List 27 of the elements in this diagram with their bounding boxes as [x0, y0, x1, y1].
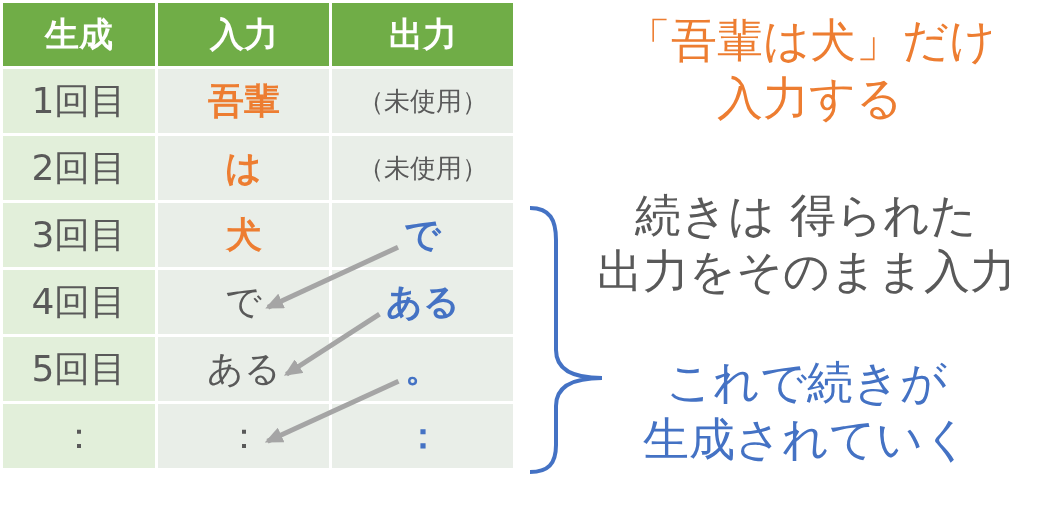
table-cell: 犬: [158, 203, 329, 267]
token-text: 。: [398, 347, 447, 391]
header-cell: 出力: [332, 3, 513, 66]
header-cell: 入力: [158, 3, 329, 66]
note-text: 「吾輩は犬」だけ入力する: [623, 12, 997, 127]
table-cell: 3回目: [3, 203, 155, 267]
table-cell: 4回目: [3, 270, 155, 334]
table-cell: 1回目: [3, 69, 155, 133]
token-text: ある: [379, 280, 466, 324]
table-cell: （未使用）: [332, 69, 513, 133]
arrow: [265, 244, 400, 310]
table-cell: ：: [3, 404, 155, 468]
table-cell: （未使用）: [332, 136, 513, 200]
header-cell: 生成: [3, 3, 155, 66]
table-cell: 吾輩: [158, 69, 329, 133]
token-text: で: [219, 280, 268, 324]
arrow: [264, 378, 400, 444]
note-text: 続きは 得られた出力をそのまま入力: [595, 187, 1017, 299]
note-text: これで続きが生成されていく: [641, 354, 971, 468]
token-text: ：: [219, 414, 268, 458]
table-cell: 2回目: [3, 136, 155, 200]
token-text: ある: [200, 347, 287, 391]
table-cell: は: [158, 136, 329, 200]
table-cell: 5回目: [3, 337, 155, 401]
table-cell: ：: [332, 404, 513, 468]
arrow: [284, 312, 381, 377]
token-text: で: [398, 213, 447, 257]
